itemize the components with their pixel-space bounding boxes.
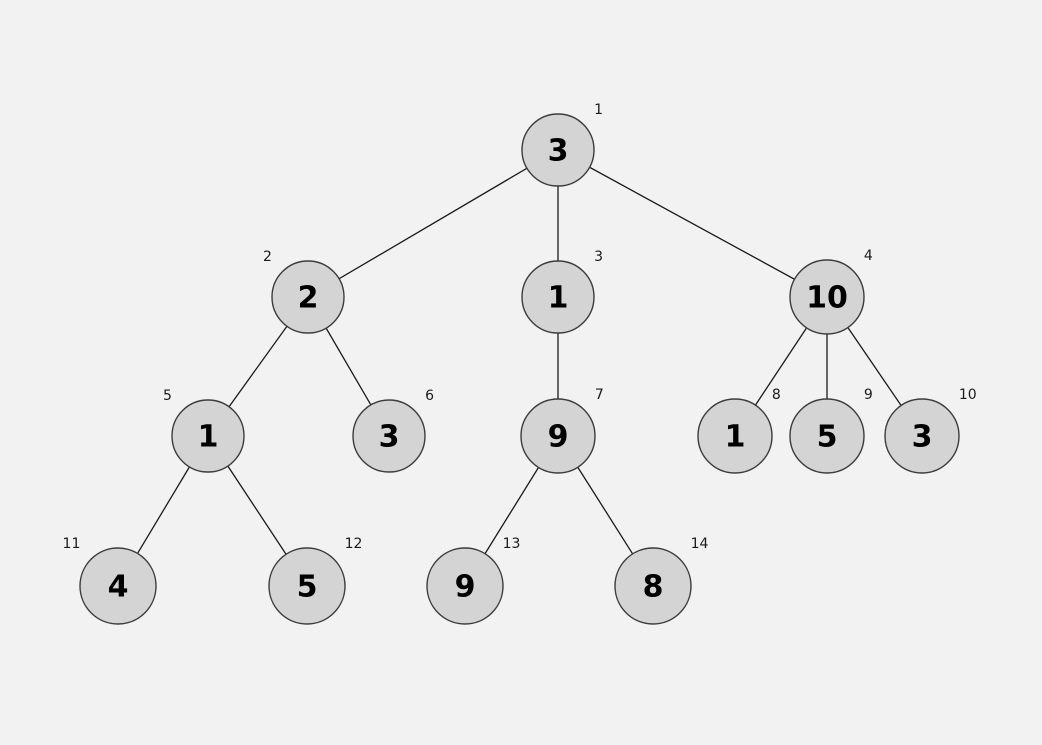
tree-node[interactable]: 13 <box>521 249 603 334</box>
tree-node[interactable]: 5 12 <box>268 536 363 625</box>
node-index-label: 10 <box>959 387 977 403</box>
node-value-label: 1 <box>198 420 219 455</box>
node-value-label: 3 <box>912 420 933 455</box>
node-value-label: 8 <box>643 570 664 605</box>
node-value-label: 1 <box>548 281 569 316</box>
node-index-label: 9 <box>864 387 873 403</box>
node-index-label: 6 <box>425 388 434 404</box>
node-index-label: 13 <box>503 536 521 552</box>
node-index-label: 14 <box>691 536 709 552</box>
node-circle[interactable] <box>271 260 345 334</box>
tree-node[interactable]: 18 <box>697 387 781 474</box>
tree-node[interactable]: 97 <box>520 387 604 474</box>
node-circle[interactable] <box>352 399 426 473</box>
tree-node[interactable]: 15 <box>163 388 245 473</box>
node-circle[interactable] <box>79 547 157 625</box>
node-value-label: 10 <box>806 281 848 316</box>
tree-node[interactable]: 4 11 <box>63 536 157 625</box>
node-index-label: 5 <box>163 388 172 404</box>
node-circle[interactable] <box>884 398 960 474</box>
node-index-label: 7 <box>595 387 604 403</box>
node-value-label: 9 <box>548 420 569 455</box>
node-index-label: 1 <box>594 102 603 118</box>
node-circle[interactable] <box>521 113 595 187</box>
tree-node[interactable]: 8 14 <box>614 536 709 625</box>
tree-node[interactable]: 59 <box>789 387 873 474</box>
node-index-label: 11 <box>63 536 81 552</box>
node-circle[interactable] <box>789 398 865 474</box>
node-value-label: 5 <box>817 420 838 455</box>
node-value-label: 9 <box>455 570 476 605</box>
node-circle[interactable] <box>426 547 504 625</box>
node-circle[interactable] <box>521 260 595 334</box>
node-value-label: 1 <box>725 420 746 455</box>
tree-node[interactable]: 31 <box>521 102 603 187</box>
tree-node[interactable]: 10 4 <box>789 248 873 335</box>
tree-edge <box>307 149 559 298</box>
node-value-label: 5 <box>297 570 318 605</box>
node-circle[interactable] <box>171 399 245 473</box>
node-index-label: 2 <box>263 249 272 265</box>
edges-layer <box>117 149 923 587</box>
node-circle[interactable] <box>614 547 692 625</box>
tree-edge <box>557 149 828 298</box>
node-value-label: 2 <box>298 281 319 316</box>
node-circle[interactable] <box>697 398 773 474</box>
node-circle[interactable] <box>268 547 346 625</box>
tree-node[interactable]: 9 13 <box>426 536 521 625</box>
node-circle[interactable] <box>520 398 596 474</box>
node-circle[interactable] <box>789 259 865 335</box>
node-index-label: 3 <box>594 249 603 265</box>
tree-node[interactable]: 36 <box>352 388 434 473</box>
tree-node[interactable]: 22 <box>263 249 345 334</box>
node-index-label: 12 <box>345 536 363 552</box>
node-value-label: 3 <box>548 134 569 169</box>
node-value-label: 4 <box>108 570 129 605</box>
node-index-label: 8 <box>772 387 781 403</box>
node-index-label: 4 <box>864 248 873 264</box>
node-value-label: 3 <box>379 420 400 455</box>
tree-node[interactable]: 3 10 <box>884 387 977 474</box>
